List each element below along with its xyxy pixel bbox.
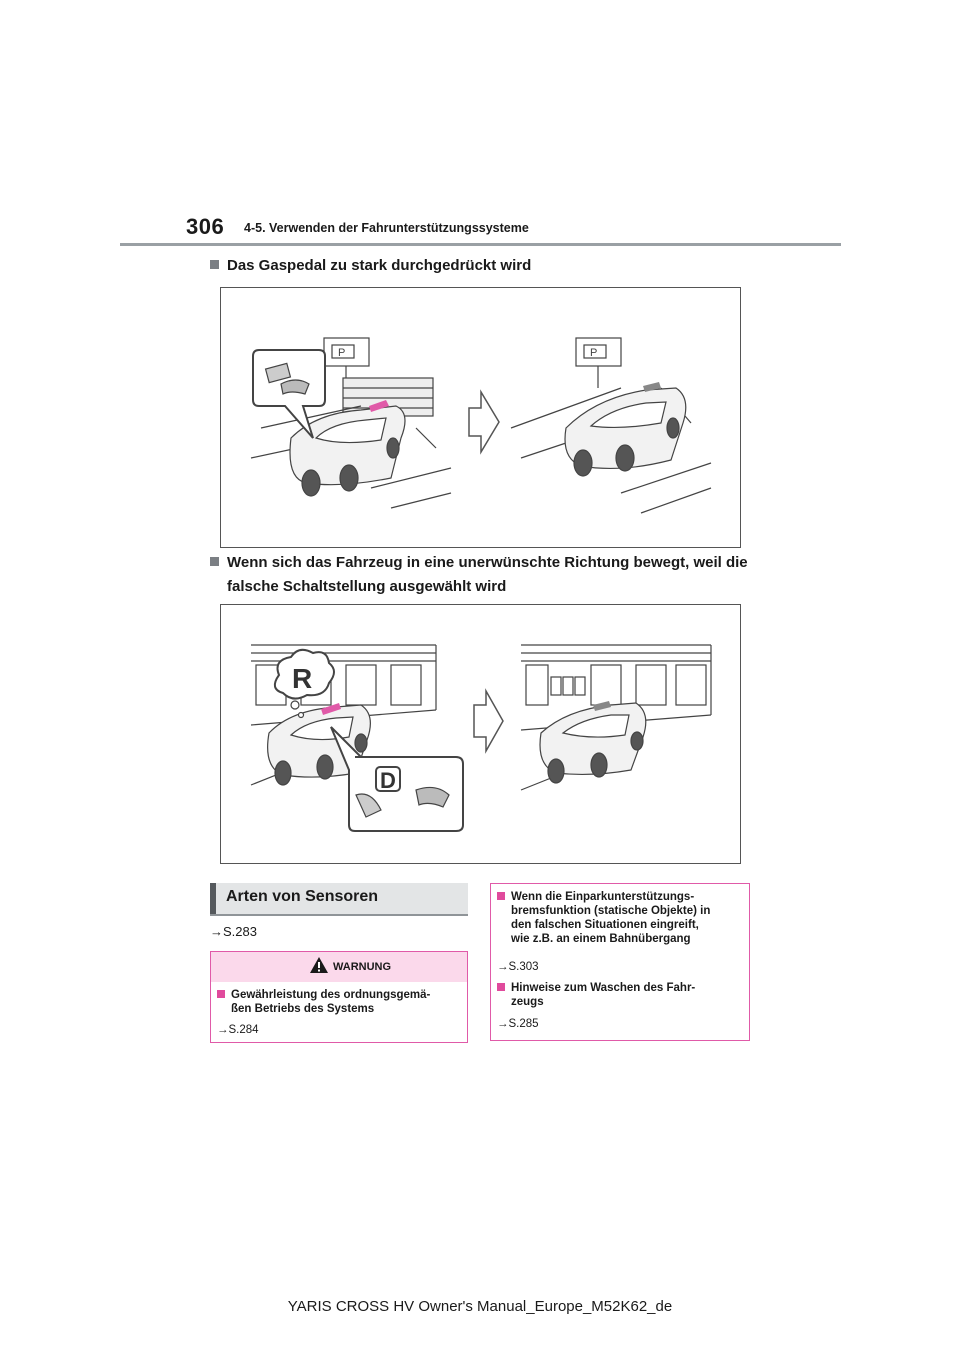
footer: YARIS CROSS HV Owner's Manual_Europe_M52…: [287, 1298, 673, 1315]
gear-d-label: D: [380, 768, 396, 793]
warning-box: WARNUNG Gewährleistung des ordnungsgemä-…: [210, 951, 468, 1043]
square-bullet-icon: [210, 260, 219, 269]
gaspedal-heading: Das Gaspedal zu stark durchgedrückt wird: [210, 255, 531, 276]
sensors-title: Arten von Sensoren: [226, 888, 379, 905]
square-bullet-icon: [210, 557, 219, 566]
notes-item-1: Wenn die Einparkunterstützungs- bremsfun…: [497, 890, 710, 946]
notes-item-2-reference: →S.285: [497, 1018, 539, 1030]
warning-label: WARNUNG: [333, 961, 392, 973]
arrow-right-icon: [473, 688, 504, 754]
header-divider: [120, 243, 841, 246]
figure-gaspedal: P: [220, 287, 741, 548]
notes-item-1-reference: →S.303: [497, 961, 539, 973]
sensors-reference: →S.283: [210, 924, 257, 939]
warning-item-reference: →S.284: [217, 1024, 259, 1036]
richtung-heading: Wenn sich das Fahrzeug in eine unerwünsc…: [210, 552, 748, 597]
notes-box: Wenn die Einparkunterstützungs- bremsfun…: [490, 883, 750, 1041]
square-bullet-icon: [217, 990, 225, 998]
section-title: 4-5. Verwenden der Fahrunterstützungssys…: [244, 221, 529, 235]
sensors-divider: [210, 914, 468, 916]
warning-triangle-icon: [310, 957, 328, 973]
warning-header: WARNUNG: [211, 952, 467, 982]
svg-text:P: P: [338, 347, 345, 359]
gear-r-label: R: [292, 663, 312, 694]
page-number: 306: [186, 214, 225, 239]
figure-schaltstellung: R D: [220, 604, 741, 864]
svg-text:P: P: [590, 347, 597, 359]
notes-item-2: Hinweise zum Waschen des Fahr- zeugs: [497, 981, 695, 1009]
arrow-right-icon: [468, 389, 500, 455]
sensors-heading-box: Arten von Sensoren: [210, 883, 468, 914]
warning-item-title: Gewährleistung des ordnungsgemä- ßen Bet…: [217, 988, 430, 1016]
square-bullet-icon: [497, 892, 505, 900]
square-bullet-icon: [497, 983, 505, 991]
